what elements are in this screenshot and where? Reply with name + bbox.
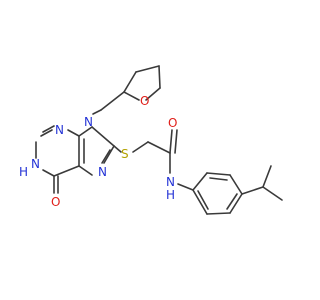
bond	[103, 145, 115, 164]
atom-labels: O N N H N N O S O N H	[19, 94, 177, 209]
bond	[147, 141, 171, 154]
atom-o-amide: O	[168, 116, 177, 130]
bond	[206, 172, 231, 176]
bond	[67, 129, 80, 137]
atom-h-amide: H	[166, 188, 175, 202]
bond	[42, 125, 55, 133]
bond	[92, 109, 102, 115]
bond	[53, 165, 80, 177]
atom-n3: N	[55, 123, 64, 137]
bond	[192, 172, 208, 191]
atom-n9: N	[84, 115, 93, 129]
bond	[145, 87, 161, 101]
bond	[91, 126, 115, 147]
bonds	[35, 65, 283, 215]
bond	[40, 129, 53, 137]
bond	[197, 190, 209, 210]
bond	[78, 165, 93, 176]
bond	[262, 165, 272, 188]
bond	[135, 65, 160, 73]
bond	[177, 183, 194, 191]
bond	[113, 145, 122, 153]
bond	[123, 91, 140, 101]
atom-s: S	[121, 147, 129, 161]
bond	[100, 91, 125, 111]
atom-o-ketone: O	[51, 195, 60, 209]
atom-n7: N	[98, 165, 107, 179]
atom-n1: N	[31, 157, 40, 171]
bond	[262, 186, 283, 201]
atom-o-thf: O	[140, 94, 149, 108]
bond	[123, 71, 137, 93]
atom-n-amide: N	[166, 175, 175, 189]
bond	[174, 129, 178, 154]
bond	[78, 126, 93, 137]
bond	[241, 186, 264, 195]
bond	[206, 212, 231, 215]
bond	[132, 141, 149, 153]
bond	[209, 177, 228, 181]
structure-svg: O N N H N N O S O N H	[19, 65, 283, 215]
bond	[226, 193, 238, 210]
atom-h1: H	[19, 165, 28, 179]
bond	[192, 189, 208, 215]
bond	[169, 129, 173, 154]
molecule-diagram: O N N H N N O S O N H	[19, 65, 283, 215]
bond	[229, 174, 243, 195]
bond	[229, 193, 243, 214]
bond	[101, 149, 111, 164]
bond	[158, 65, 161, 89]
bond	[42, 169, 55, 177]
